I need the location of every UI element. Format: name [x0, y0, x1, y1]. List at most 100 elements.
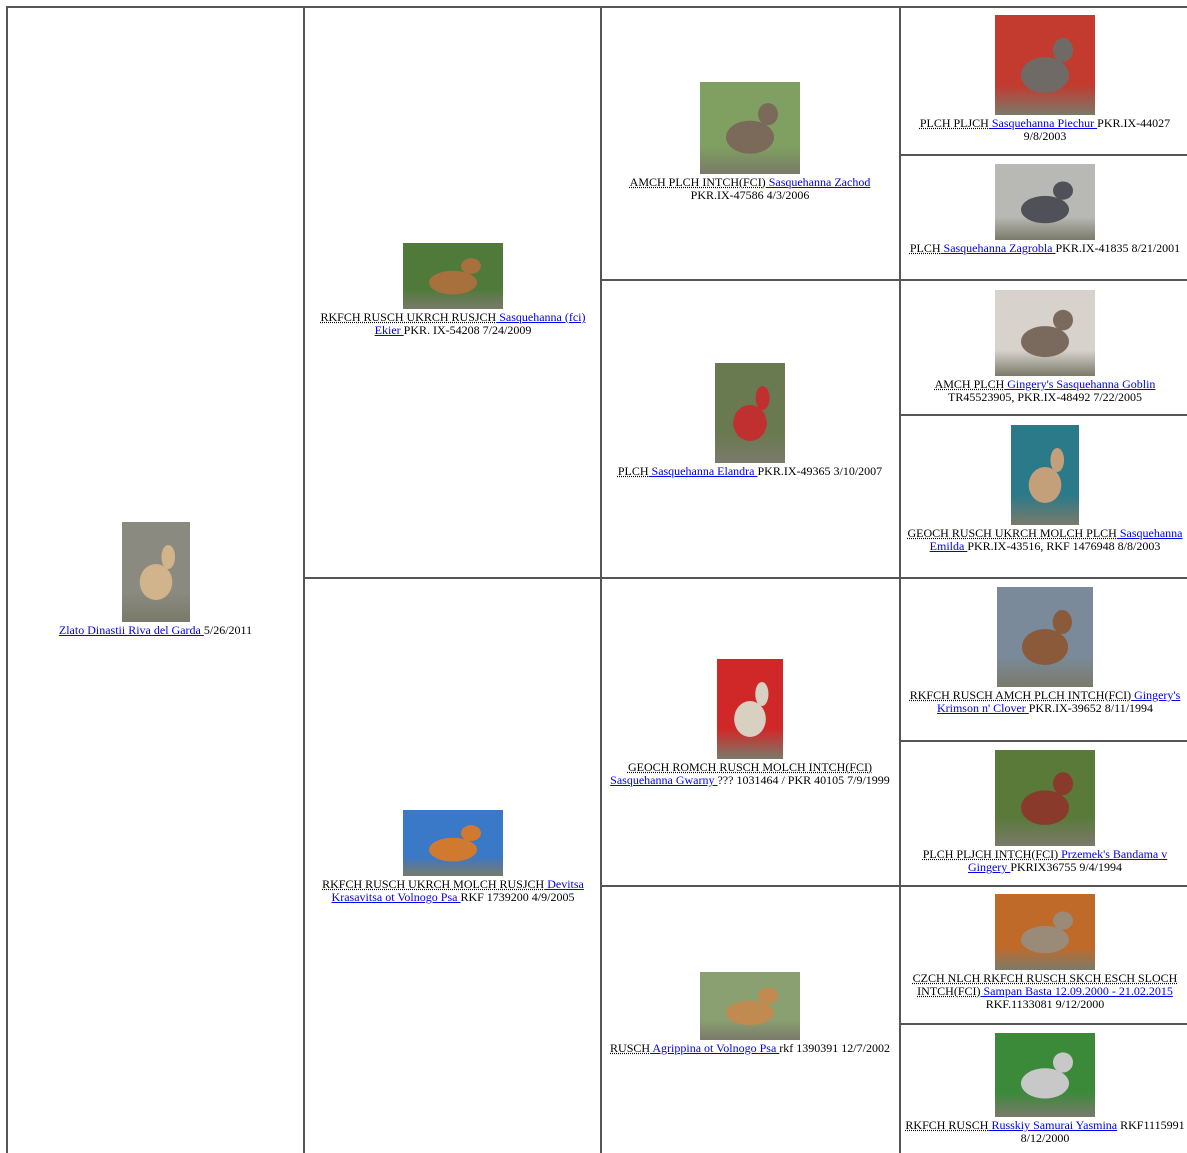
pedigree-cell-grandparent: GEOCH ROMCH RUSCH MOLCH INTCH(FCI) Sasqu… [608, 659, 892, 787]
dog-silhouette-icon [139, 545, 175, 600]
dog-silhouette-icon [1021, 181, 1073, 224]
dog-titles: RKFCH RUSCH [905, 1118, 989, 1132]
dog-name-link[interactable]: Russkiy Samurai Yasmina [988, 1118, 1118, 1132]
dog-photo[interactable] [1011, 425, 1079, 525]
dog-silhouette-icon [1021, 1052, 1073, 1099]
dog-name-link[interactable]: Sasquehanna (fci) Ekier [374, 310, 586, 337]
dog-silhouette-icon [1021, 772, 1073, 825]
pedigree-cell-great-grandparent: GEOCH RUSCH UKRCH MOLCH PLCH Sasquehanna… [903, 425, 1187, 553]
dog-name-link[interactable]: Sasquehanna Zagrobla [940, 241, 1056, 255]
pedigree-cell-grandparent: AMCH PLCH INTCH(FCI) Sasquehanna Zachod … [608, 82, 892, 202]
dog-photo[interactable] [995, 894, 1095, 970]
dog-name-link[interactable]: Sasquehanna Emilda [929, 526, 1183, 553]
row-divider [899, 154, 1187, 156]
dog-name-link[interactable]: Sasquehanna Elandra [648, 464, 758, 478]
dog-photo[interactable] [995, 750, 1095, 846]
dog-silhouette-icon [429, 825, 481, 862]
dog-registration: RKF1115991 8/12/2000 [1020, 1118, 1185, 1145]
pedigree-cell-grandparent: PLCH Sasquehanna Elandra PKR.IX-49365 3/… [608, 363, 892, 478]
dog-titles: AMCH PLCH [934, 377, 1005, 391]
dog-name-link[interactable]: Sasquehanna Piechur [988, 116, 1098, 130]
pedigree-cell-great-grandparent: PLCH PLJCH INTCH(FCI) Przemek's Bandama … [903, 750, 1187, 874]
dog-registration: PKR.IX-39652 8/11/1994 [1028, 701, 1154, 715]
dog-registration: PKR.IX-47586 4/3/2006 [690, 188, 810, 202]
pedigree-cell-great-grandparent: PLCH PLJCH Sasquehanna Piechur PKR.IX-44… [903, 15, 1187, 143]
dog-photo[interactable] [717, 659, 783, 759]
dog-name-link[interactable]: Sampan Basta 12.09.2000 - 21.02.2015 [980, 984, 1173, 998]
dog-silhouette-icon [726, 103, 778, 154]
dog-name-link[interactable]: Sasquehanna Zachod [765, 175, 871, 189]
dog-registration: rkf 1390391 12/7/2002 [779, 1041, 890, 1055]
dog-photo[interactable] [997, 587, 1093, 687]
pedigree-cell-great-grandparent: PLCH Sasquehanna Zagrobla PKR.IX-41835 8… [903, 164, 1187, 255]
dog-titles: RKFCH RUSCH UKRCH MOLCH RUSJCH [322, 877, 545, 891]
table-border-left [6, 6, 8, 1153]
pedigree-cell-great-grandparent: RKFCH RUSCH AMCH PLCH INTCH(FCI) Gingery… [903, 587, 1187, 715]
dog-silhouette-icon [1021, 911, 1073, 954]
dog-name-link[interactable]: Agrippina ot Volnogo Psa [650, 1041, 780, 1055]
dog-name-link[interactable]: Sasquehanna Gwarny [610, 773, 718, 787]
row-divider [899, 740, 1187, 742]
dog-silhouette-icon [1021, 309, 1073, 358]
dog-photo[interactable] [995, 15, 1095, 115]
dog-silhouette-icon [733, 386, 770, 441]
row-divider [899, 1023, 1187, 1025]
row-divider [303, 577, 1187, 579]
dog-silhouette-icon [734, 682, 769, 737]
dog-name-link[interactable]: Devitsa Krasavitsa ot Volnogo Psa [331, 877, 584, 904]
pedigree-cell-dam: RKFCH RUSCH UKRCH MOLCH RUSJCH Devitsa K… [312, 810, 594, 904]
dog-name-link[interactable]: Gingery's Krimson n' Clover [936, 688, 1181, 715]
dog-name-link[interactable]: Gingery's Sasquehanna Goblin [1004, 377, 1156, 391]
dog-titles: GEOCH ROMCH RUSCH MOLCH INTCH(FCI) [627, 760, 873, 774]
dog-titles: RKFCH RUSCH UKRCH RUSJCH [320, 310, 497, 324]
dog-titles: PLCH PLJCH [919, 116, 989, 130]
dog-titles: PLCH [617, 464, 649, 478]
table-border-top [6, 6, 1187, 8]
dog-registration: 5/26/2011 [203, 623, 253, 637]
dog-photo[interactable] [995, 290, 1095, 376]
dog-silhouette-icon [1021, 610, 1072, 665]
dog-titles: PLCH [909, 241, 941, 255]
row-divider [899, 414, 1187, 416]
dog-photo[interactable] [403, 810, 503, 876]
dog-name-link[interactable]: Przemek's Bandama v Gingery [967, 847, 1168, 874]
dog-titles: RKFCH RUSCH AMCH PLCH INTCH(FCI) [909, 688, 1132, 702]
dog-titles: AMCH PLCH INTCH(FCI) [629, 175, 766, 189]
dog-photo[interactable] [121, 522, 190, 622]
dog-titles: CZCH NLCH RKFCH RUSCH SKCH ESCH SLOCH IN… [912, 971, 1178, 998]
dog-titles: PLCH PLJCH INTCH(FCI) [922, 847, 1059, 861]
dog-titles: RUSCH [610, 1041, 651, 1055]
pedigree-cell-great-grandparent: RKFCH RUSCH Russkiy Samurai Yasmina RKF1… [903, 1033, 1187, 1145]
pedigree-cell-subject: Zlato Dinastii Riva del Garda 5/26/2011 [8, 522, 303, 637]
dog-photo[interactable] [403, 243, 503, 309]
row-divider [600, 279, 1187, 281]
pedigree-cell-grandparent: RUSCH Agrippina ot Volnogo Psa rkf 13903… [608, 972, 892, 1055]
dog-registration: PKR. IX-54208 7/24/2009 [403, 323, 532, 337]
dog-photo[interactable] [700, 972, 800, 1040]
dog-photo[interactable] [995, 1033, 1095, 1117]
dog-registration: PKR.IX-41835 8/21/2001 [1055, 241, 1181, 255]
dog-registration: PKR.IX-44027 9/8/2003 [1023, 116, 1171, 143]
dog-registration: PKR.IX-43516, RKF 1476948 8/8/2003 [967, 539, 1161, 553]
pedigree-cell-sire: RKFCH RUSCH UKRCH RUSJCH Sasquehanna (fc… [312, 243, 594, 337]
dog-silhouette-icon [726, 987, 778, 1026]
dog-name-link[interactable]: Zlato Dinastii Riva del Garda [58, 623, 204, 637]
column-divider [600, 6, 602, 1153]
pedigree-cell-great-grandparent: CZCH NLCH RKFCH RUSCH SKCH ESCH SLOCH IN… [903, 894, 1187, 1011]
dog-photo[interactable] [700, 82, 800, 174]
dog-registration: RKF.1133081 9/12/2000 [985, 997, 1105, 1011]
dog-silhouette-icon [1028, 448, 1065, 503]
dog-silhouette-icon [1021, 38, 1073, 93]
column-divider [303, 6, 305, 1153]
dog-photo[interactable] [715, 363, 785, 463]
pedigree-cell-great-grandparent: AMCH PLCH Gingery's Sasquehanna Goblin T… [903, 290, 1187, 404]
dog-registration: ??? 1031464 / PKR 40105 7/9/1999 [717, 773, 890, 787]
dog-registration: TR45523905, PKR.IX-48492 7/22/2005 [947, 390, 1142, 404]
dog-silhouette-icon [429, 258, 481, 295]
dog-registration: PKRIX36755 9/4/1994 [1010, 860, 1122, 874]
row-divider [600, 885, 1187, 887]
dog-registration: RKF 1739200 4/9/2005 [460, 890, 575, 904]
dog-registration: PKR.IX-49365 3/10/2007 [757, 464, 883, 478]
dog-photo[interactable] [995, 164, 1095, 240]
